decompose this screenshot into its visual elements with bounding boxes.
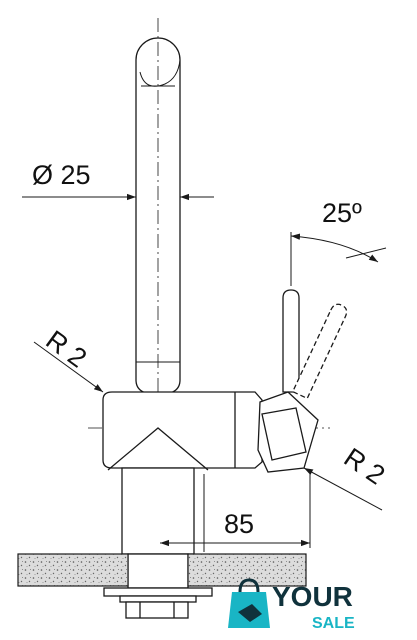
radius-left-label: R 2	[40, 325, 92, 374]
radius-right-label: R 2	[339, 442, 391, 490]
lever-cartridge	[257, 391, 319, 473]
radius-left-leader	[33, 341, 104, 393]
logo-word-bottom: SALE	[312, 615, 355, 632]
length-label: 85	[224, 509, 254, 539]
lever-handle-tilted	[291, 303, 348, 400]
length-dimension	[160, 470, 311, 552]
faucet-body	[102, 391, 263, 471]
angle-dimension	[290, 232, 387, 286]
lever-handle-upright	[282, 289, 300, 393]
shopping-bag-icon	[228, 578, 270, 628]
diameter-label: Ø 25	[32, 160, 91, 190]
radius-right-leader	[303, 467, 383, 511]
angle-label: 25º	[322, 198, 362, 228]
your-sale-logo: YOUR SALE	[228, 578, 355, 632]
faucet-base	[103, 467, 213, 619]
logo-word-top: YOUR	[272, 581, 353, 612]
